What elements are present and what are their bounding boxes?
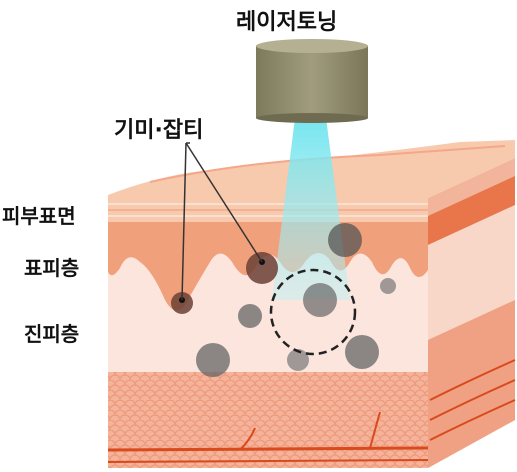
diagram-title: 레이저토닝 [236,10,338,35]
pigment-spots [171,223,396,377]
pigment-spots-label: 기미·잡티 [114,118,204,143]
pigment-spot [287,349,309,371]
block-side-face [428,158,516,468]
pigment-spot [238,304,262,328]
blood-vessels [107,411,429,463]
skin-surface-label: 피부표면 [2,204,76,228]
epidermis-label: 표피층 [24,256,80,280]
target-area-circle [269,268,357,356]
laser-head [256,39,368,123]
pigment-spot [345,335,379,369]
pigment-spot [196,343,230,377]
laser-beam [272,118,350,300]
pigment-spot [246,252,278,284]
surface-layer [108,198,428,222]
dermis-label: 진피층 [24,322,80,346]
pigment-spot [328,223,362,257]
pigment-spot [303,283,337,317]
pointer-lines [181,142,263,301]
subcutaneous-layer [108,372,428,468]
pigment-spot [380,278,396,294]
